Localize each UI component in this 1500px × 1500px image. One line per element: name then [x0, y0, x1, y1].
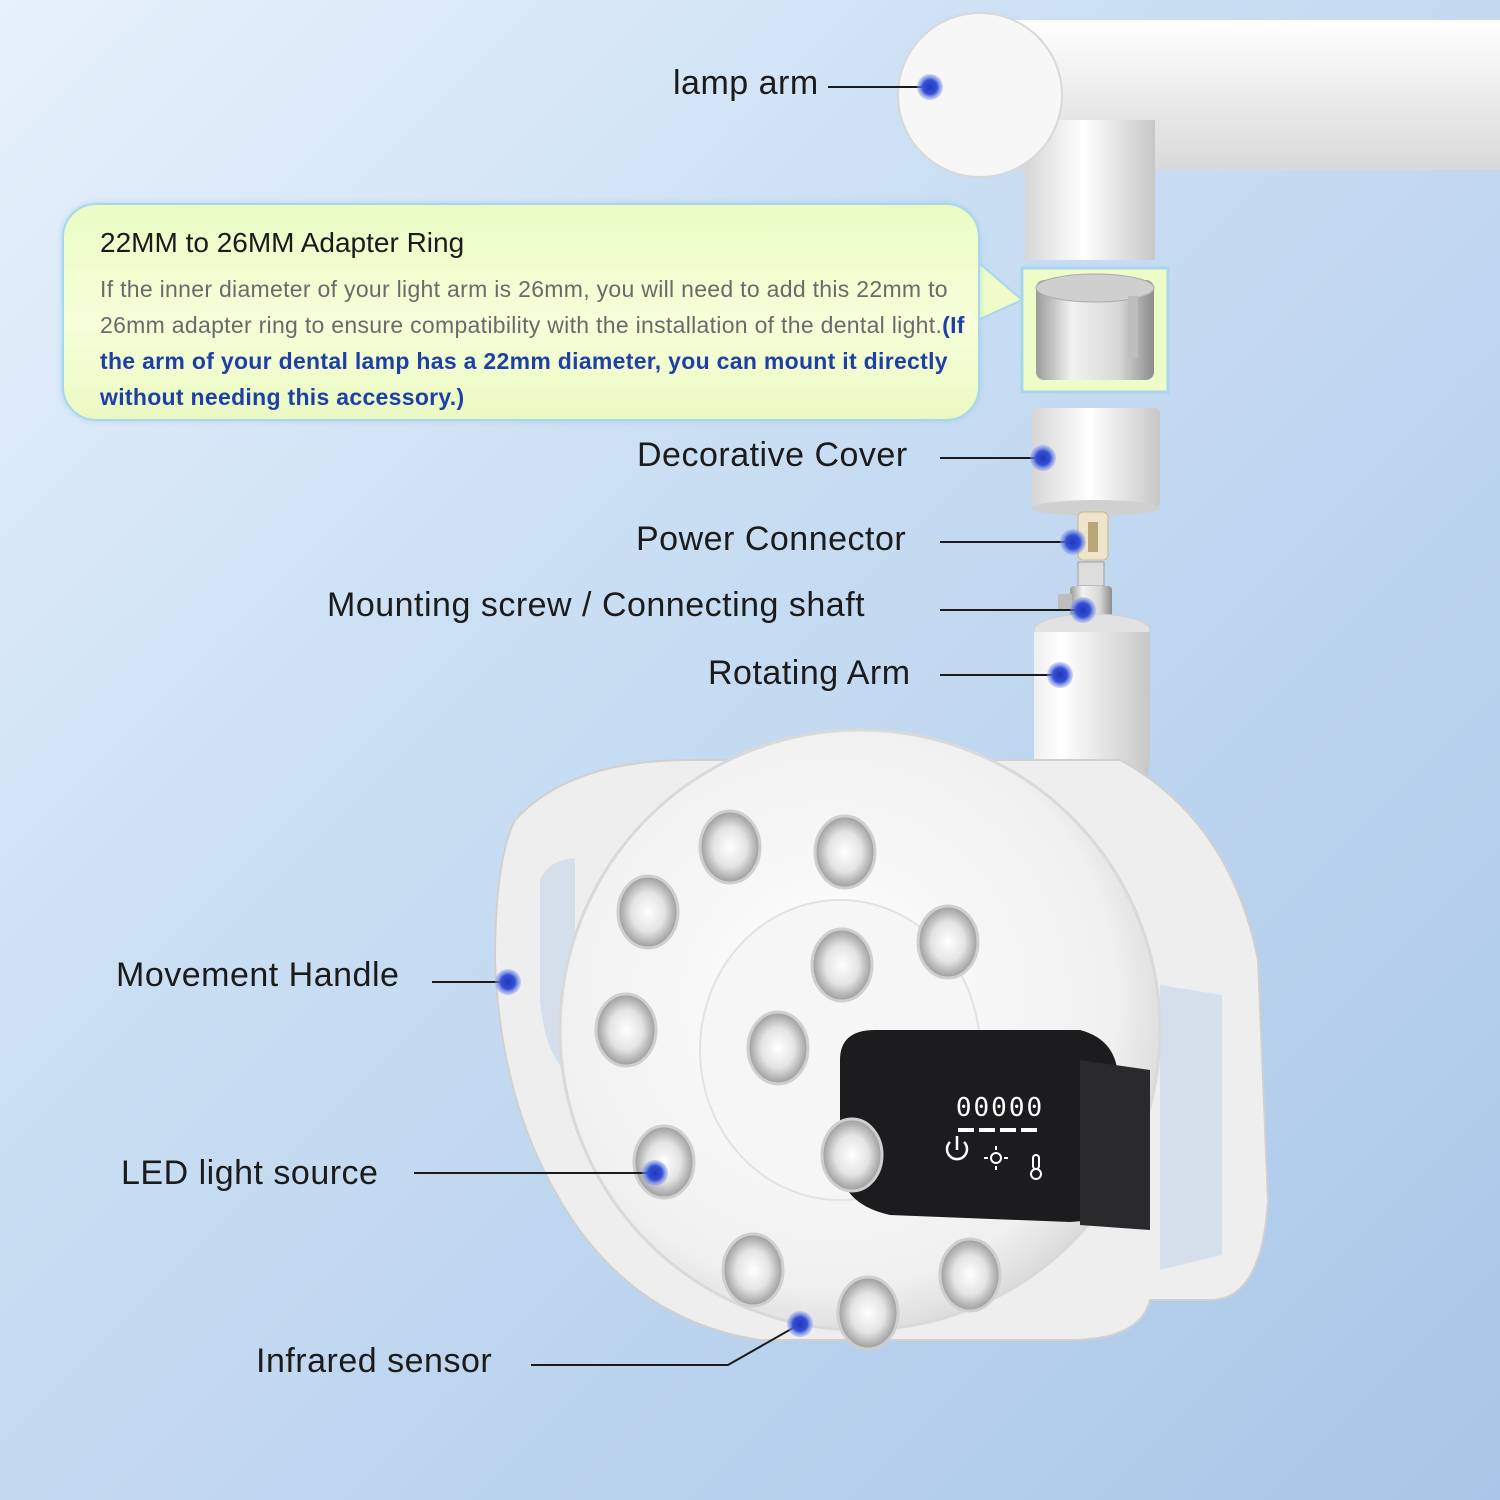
label-decorative-cover: Decorative Cover	[637, 436, 908, 474]
label-power-connector: Power Connector	[636, 520, 907, 558]
brightness-icon	[984, 1146, 1008, 1170]
callout-note: (If the arm of your dental lamp has a 22…	[100, 312, 965, 410]
callout-pointer	[977, 259, 1024, 322]
control-panel	[840, 1030, 1150, 1230]
label-lamp-arm: lamp arm	[673, 64, 819, 102]
callout-text: If the inner diameter of your light arm …	[100, 276, 948, 338]
leader-lines	[414, 86, 1083, 1366]
label-led-light-source: LED light source	[121, 1154, 379, 1192]
display-readout: 00000	[956, 1093, 1044, 1123]
label-infrared-sensor: Infrared sensor	[256, 1342, 493, 1380]
power-icon	[945, 1136, 969, 1161]
label-movement-handle: Movement Handle	[116, 956, 400, 994]
callout-title: 22MM to 26MM Adapter Ring	[100, 227, 465, 258]
adapter-ring-callout: 22MM to 26MM Adapter Ring If the inner d…	[62, 203, 980, 421]
temperature-icon	[1030, 1154, 1042, 1180]
decorative-cover	[1032, 408, 1160, 516]
lamp-arm	[897, 12, 1500, 260]
adapter-ring	[1020, 266, 1170, 394]
label-rotating-arm: Rotating Arm	[708, 654, 911, 692]
label-mounting-screw: Mounting screw / Connecting shaft	[327, 586, 866, 624]
callout-body: If the inner diameter of your light arm …	[100, 271, 970, 415]
led-array	[594, 809, 1002, 1351]
marker-dots	[495, 74, 1096, 1337]
